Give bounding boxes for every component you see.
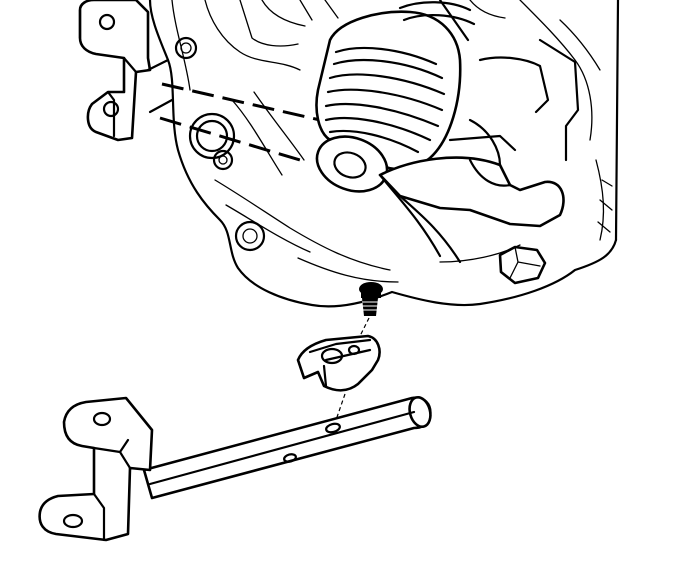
selector-clamp <box>296 334 381 421</box>
selector-shaft-boot <box>315 0 476 193</box>
bolt <box>357 282 383 341</box>
mounting-bracket-bottom <box>38 396 154 542</box>
mounting-bracket-top <box>78 0 174 142</box>
selector-rod <box>142 395 432 500</box>
alignment-lines <box>159 82 321 162</box>
gearbox-lever <box>378 38 580 264</box>
